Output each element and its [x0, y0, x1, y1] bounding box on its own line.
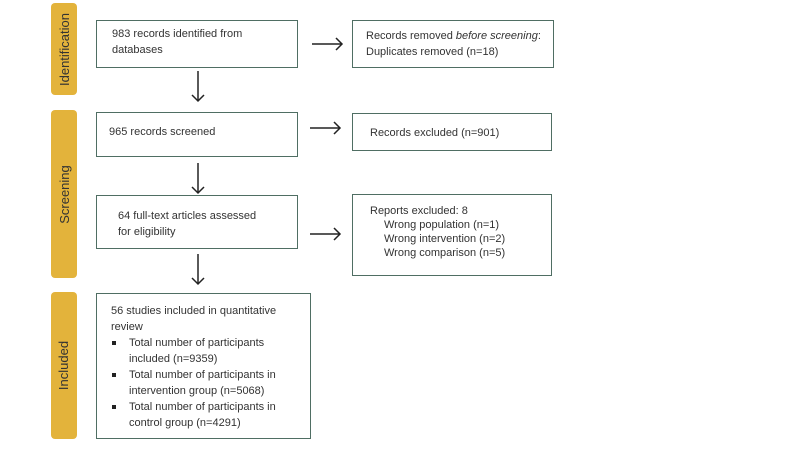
bullet-marker [112, 405, 116, 409]
records-identified-line-2: databases [112, 44, 163, 56]
reports-excluded-header: Reports excluded: 8 [370, 205, 468, 217]
records-excluded-text: Records excluded (n=901) [370, 127, 500, 139]
included-bullet-1-line-2: included (n=9359) [129, 353, 218, 365]
records-identified-line-1: 983 records identified from [112, 28, 243, 40]
stage-screening-label: Screening [56, 164, 72, 224]
stage-identification-label: Identification [56, 12, 72, 86]
included-bullet-3: Total number of participants in control … [97, 399, 310, 431]
records-removed-prefix: Records removed [366, 30, 456, 42]
records-identified-box: 983 records identified from databases [96, 20, 298, 68]
reports-excluded-reason-1: Wrong population (n=1) [384, 219, 500, 231]
arrow-to-removed [312, 36, 344, 52]
fulltext-articles-line-2: for eligibility [118, 226, 176, 238]
bullet-marker [112, 341, 116, 345]
included-bullet-1-line-1: Total number of participants [129, 337, 265, 349]
records-screened-text: 965 records screened [109, 126, 216, 138]
records-removed-box: Records removed before screening: Duplic… [352, 20, 554, 68]
included-bullet-1: Total number of participants included (n… [97, 335, 310, 367]
stage-identification: Identification [51, 3, 77, 95]
bullet-marker [112, 373, 116, 377]
arrow-to-included [190, 254, 206, 286]
stage-included: Included [51, 292, 77, 439]
records-removed-italic: before screening [455, 30, 538, 42]
arrow-to-excluded [310, 120, 342, 136]
included-bullet-3-line-2: control group (n=4291) [129, 417, 241, 429]
fulltext-articles-box: 64 full-text articles assessed for eligi… [96, 195, 298, 249]
studies-included-line-2: review [111, 321, 143, 333]
fulltext-articles-line-1: 64 full-text articles assessed [118, 210, 257, 222]
records-removed-line-2: Duplicates removed (n=18) [366, 46, 499, 58]
included-bullet-2-line-2: intervention group (n=5068) [129, 385, 265, 397]
records-screened-box: 965 records screened [96, 112, 298, 157]
arrow-to-screened [190, 71, 206, 103]
included-bullet-2-line-1: Total number of participants in [129, 369, 276, 381]
arrow-to-fulltext [190, 163, 206, 195]
studies-included-box: 56 studies included in quantitative revi… [96, 293, 311, 439]
reports-excluded-box: Reports excluded: 8 Wrong population (n=… [352, 194, 552, 276]
included-bullet-3-line-1: Total number of participants in [129, 401, 276, 413]
records-excluded-box: Records excluded (n=901) [352, 113, 552, 151]
records-removed-suffix: : [537, 30, 541, 42]
reports-excluded-reason-3: Wrong comparison (n=5) [384, 247, 506, 259]
included-bullet-2: Total number of participants in interven… [97, 367, 310, 399]
records-removed-line-1: Records removed before screening: [366, 28, 553, 44]
reports-excluded-reason-2: Wrong intervention (n=2) [384, 233, 506, 245]
stage-screening: Screening [51, 110, 77, 278]
arrow-to-reports [310, 226, 342, 242]
studies-included-line-1: 56 studies included in quantitative [111, 305, 277, 317]
stage-included-label: Included [56, 340, 72, 391]
